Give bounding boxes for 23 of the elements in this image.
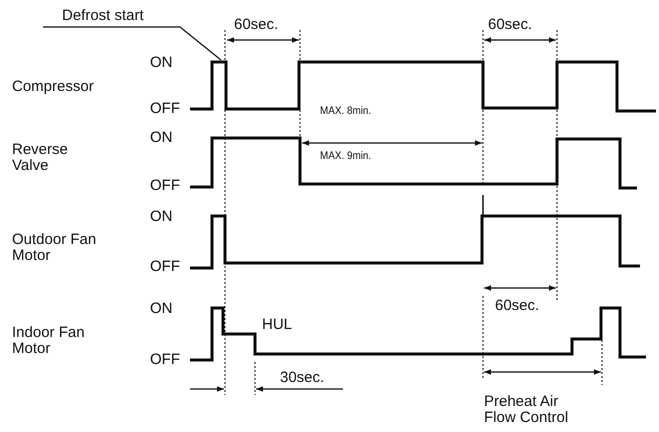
- state-label: ON: [150, 209, 172, 225]
- leader-line: [43, 26, 222, 60]
- state-label: OFF: [150, 352, 180, 368]
- annotation-text: Defrost start: [62, 8, 144, 24]
- state-label: ON: [150, 130, 172, 146]
- state-label: OFF: [150, 259, 180, 275]
- duration-label: MAX. 8min.: [320, 104, 372, 119]
- duration-label: 60sec.: [495, 298, 540, 314]
- signal-name: Reverse Valve: [12, 142, 69, 174]
- state-label: OFF: [150, 178, 180, 194]
- signal-name: Compressor: [12, 79, 94, 95]
- duration-label: 60sec.: [234, 17, 278, 33]
- signal-name: Outdoor Fan Motor: [12, 232, 98, 264]
- duration-label: 30sec.: [280, 370, 324, 386]
- duration-label: 60sec.: [488, 17, 532, 33]
- state-label: ON: [150, 301, 172, 317]
- state-label: ON: [150, 55, 172, 71]
- state-label: OFF: [150, 101, 180, 117]
- state-label: HUL: [262, 317, 292, 333]
- waveform-drawing: [190, 60, 656, 112]
- note-text: Preheat Air Flow Control: [484, 394, 570, 426]
- signal-name: Indoor Fan Motor: [12, 325, 86, 357]
- duration-label: MAX. 9min.: [320, 149, 372, 164]
